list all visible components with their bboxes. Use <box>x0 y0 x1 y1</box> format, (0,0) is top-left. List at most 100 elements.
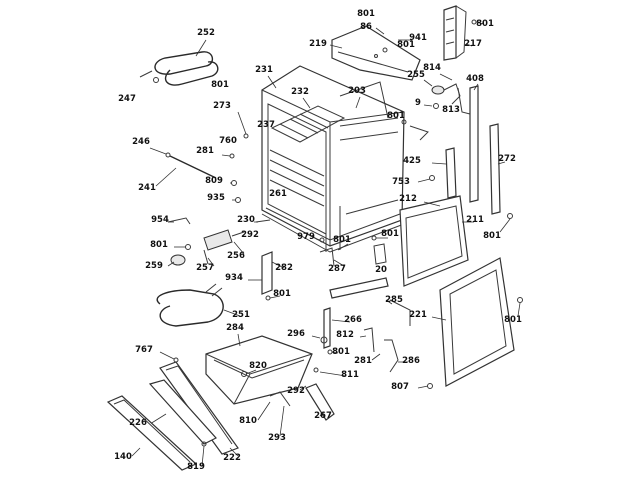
callout-226: 226 <box>129 418 147 428</box>
slides-267 <box>257 367 433 437</box>
callout-801: 801 <box>397 40 415 50</box>
screws-left <box>221 111 249 203</box>
parts-296-812 <box>311 327 408 373</box>
bracket-813 <box>457 87 471 115</box>
callout-292: 292 <box>241 230 259 240</box>
burner-valve-256 <box>167 217 271 267</box>
callout-819: 819 <box>187 462 205 472</box>
callout-237: 237 <box>257 120 275 130</box>
callout-203: 203 <box>348 86 366 96</box>
callout-425: 425 <box>403 156 421 166</box>
screw-753 <box>417 175 435 183</box>
callout-273: 273 <box>213 101 231 111</box>
broiler-element-252 <box>154 39 219 86</box>
oven-cavity-231 <box>261 65 405 253</box>
callout-979: 979 <box>297 232 315 242</box>
drawer-panel-226 <box>148 379 217 445</box>
callout-814: 814 <box>423 63 441 73</box>
callout-221: 221 <box>409 310 427 320</box>
oven-door-221 <box>431 213 523 387</box>
rail-425 <box>431 147 457 199</box>
callout-261: 261 <box>269 189 287 199</box>
bake-element-251 <box>156 283 241 327</box>
callout-813: 813 <box>442 105 460 115</box>
callout-801: 801 <box>483 231 501 241</box>
callout-282: 282 <box>275 263 293 273</box>
callout-820: 820 <box>249 361 267 371</box>
callout-801: 801 <box>332 347 350 357</box>
callout-266: 266 <box>344 315 362 325</box>
callout-753: 753 <box>392 177 410 187</box>
storage-drawer-284 <box>159 333 313 405</box>
callout-812: 812 <box>336 330 354 340</box>
callout-293: 293 <box>268 433 286 443</box>
vent-bracket-217 <box>443 5 485 61</box>
callout-801: 801 <box>381 229 399 239</box>
callout-801: 801 <box>357 9 375 19</box>
rail-285 <box>329 277 411 326</box>
callout-140: 140 <box>114 452 132 462</box>
rail-408 <box>469 83 479 203</box>
top-panel-219 <box>329 25 421 81</box>
rail-266 <box>323 307 351 349</box>
callout-222: 222 <box>223 453 241 463</box>
callout-232: 232 <box>291 87 309 97</box>
callout-259: 259 <box>145 261 163 271</box>
bracket-801e <box>401 119 429 141</box>
callout-212: 212 <box>399 194 417 204</box>
callout-810: 810 <box>239 416 257 426</box>
callout-256: 256 <box>227 251 245 261</box>
callout-251: 251 <box>232 310 250 320</box>
callout-246: 246 <box>132 137 150 147</box>
callout-801: 801 <box>273 289 291 299</box>
callout-231: 231 <box>255 65 273 75</box>
callout-801: 801 <box>150 240 168 250</box>
callout-807: 807 <box>391 382 409 392</box>
callout-241: 241 <box>138 183 156 193</box>
callout-767: 767 <box>135 345 153 355</box>
screw-247 <box>139 70 159 83</box>
rail-272 <box>489 123 506 215</box>
callout-292: 292 <box>287 386 305 396</box>
bracket-282 <box>248 251 285 301</box>
callout-801: 801 <box>504 315 522 325</box>
callout-257: 257 <box>196 263 214 273</box>
sensor-255 <box>423 73 461 105</box>
bracket-287 <box>315 237 349 267</box>
callout-408: 408 <box>466 74 484 84</box>
callout-272: 272 <box>498 154 516 164</box>
callout-935: 935 <box>207 193 225 203</box>
callout-801: 801 <box>211 80 229 90</box>
callout-801: 801 <box>333 235 351 245</box>
callout-941: 941 <box>409 33 427 43</box>
side-panel-211 <box>399 195 474 287</box>
callout-9: 9 <box>415 98 421 108</box>
callout-211: 211 <box>466 215 484 225</box>
callout-86: 86 <box>360 22 372 32</box>
callout-230: 230 <box>237 215 255 225</box>
callout-285: 285 <box>385 295 403 305</box>
callout-286: 286 <box>402 356 420 366</box>
rod-246 <box>149 147 217 187</box>
callout-760: 760 <box>219 136 237 146</box>
callout-801: 801 <box>387 111 405 121</box>
callout-252: 252 <box>197 28 215 38</box>
bracket-20 <box>371 235 388 265</box>
drawer-trim-140 <box>106 395 239 471</box>
callout-287: 287 <box>328 264 346 274</box>
callout-247: 247 <box>118 94 136 104</box>
callout-811: 811 <box>341 370 359 380</box>
callout-281: 281 <box>354 356 372 366</box>
callout-809: 809 <box>205 176 223 186</box>
callout-267: 267 <box>314 411 332 421</box>
callout-281: 281 <box>196 146 214 156</box>
callout-296: 296 <box>287 329 305 339</box>
callout-219: 219 <box>309 39 327 49</box>
callout-801: 801 <box>476 19 494 29</box>
callout-934: 934 <box>225 273 243 283</box>
callout-20: 20 <box>375 265 387 275</box>
screw-9 <box>423 103 439 109</box>
callout-954: 954 <box>151 215 169 225</box>
